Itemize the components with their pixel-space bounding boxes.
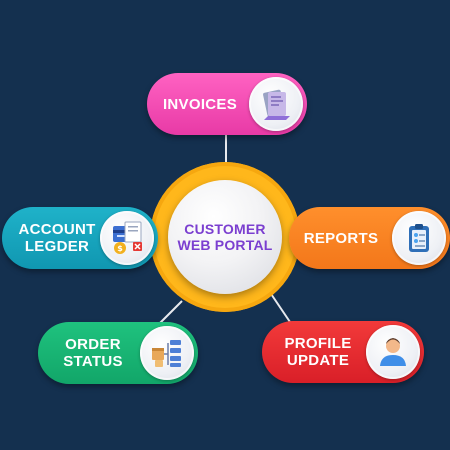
- invoices-node[interactable]: INVOICES: [147, 73, 307, 135]
- invoices-label: INVOICES: [162, 95, 238, 113]
- invoice-document-icon: [249, 77, 303, 131]
- account-ledger-label: ACCOUNT LEGDER: [12, 221, 102, 255]
- order-status-label: ORDER STATUS: [48, 336, 138, 370]
- connector-order-status: [159, 300, 183, 324]
- svg-text:$: $: [117, 244, 123, 253]
- profile-update-line1: PROFILE: [284, 335, 352, 352]
- hub-title-line1: CUSTOMER: [184, 221, 266, 237]
- hub-title-line2: WEB PORTAL: [177, 237, 273, 253]
- profile-update-line2: UPDATE: [286, 352, 350, 369]
- order-status-line2: STATUS: [63, 353, 123, 370]
- ledger-payment-icon: $: [100, 211, 154, 265]
- profile-update-label: PROFILE UPDATE: [274, 335, 362, 369]
- user-profile-icon: [366, 325, 420, 379]
- order-tracking-icon: [140, 326, 194, 380]
- reports-label: REPORTS: [303, 229, 379, 247]
- order-status-node[interactable]: ORDER STATUS: [38, 322, 198, 384]
- profile-update-node[interactable]: PROFILE UPDATE: [262, 321, 424, 383]
- account-ledger-node[interactable]: ACCOUNT LEGDER $: [2, 207, 158, 269]
- clipboard-report-icon: [392, 211, 446, 265]
- account-ledger-line1: ACCOUNT: [18, 221, 96, 238]
- hub-customer-web-portal[interactable]: CUSTOMER WEB PORTAL: [168, 180, 282, 294]
- reports-node[interactable]: REPORTS: [289, 207, 450, 269]
- account-ledger-line2: LEGDER: [24, 238, 90, 255]
- order-status-line1: ORDER: [65, 336, 121, 353]
